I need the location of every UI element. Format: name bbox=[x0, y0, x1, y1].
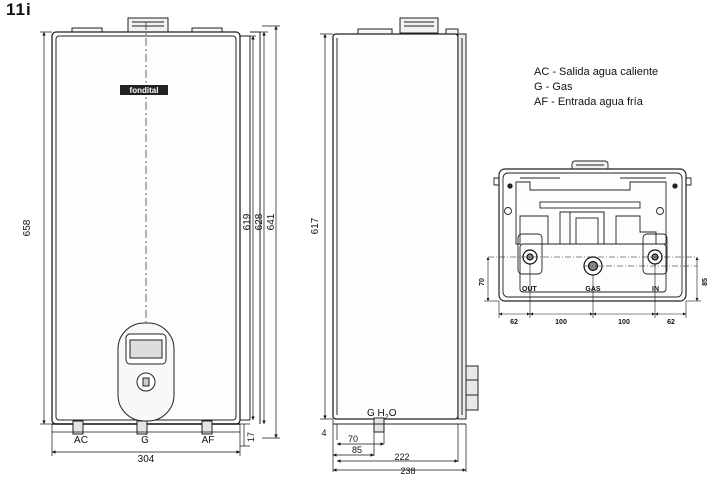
brand-logo-text: fondital bbox=[130, 86, 159, 95]
label-side-connection: G H2O bbox=[367, 408, 397, 421]
rear-dimensions bbox=[484, 256, 701, 318]
dim-front-width: 304 bbox=[138, 454, 155, 465]
dim-side-222: 222 bbox=[394, 452, 409, 462]
rear-label-out: OUT bbox=[522, 286, 538, 293]
dim-front-height-total: 658 bbox=[22, 219, 33, 236]
front-connection-ac bbox=[72, 420, 84, 435]
front-connection-g bbox=[136, 420, 148, 435]
rear-dim-bottom-100-right: 100 bbox=[618, 319, 630, 326]
brand-logo bbox=[120, 85, 168, 95]
figure-number: 11i bbox=[6, 0, 32, 19]
rear-label-in: IN bbox=[652, 286, 659, 293]
rear-label-gas: GAS bbox=[585, 286, 601, 293]
dim-side-4: 4 bbox=[321, 428, 326, 438]
dim-front-619: 619 bbox=[242, 213, 253, 230]
dim-front-641: 641 bbox=[266, 213, 277, 230]
rear-dim-bottom-62-left: 62 bbox=[510, 319, 518, 326]
label-ac: AC bbox=[74, 435, 88, 446]
side-casing bbox=[332, 33, 459, 420]
dim-side-height: 617 bbox=[310, 217, 321, 234]
label-g: G bbox=[141, 435, 149, 446]
rear-dim-bottom-62-right: 62 bbox=[667, 319, 675, 326]
side-connection bbox=[373, 417, 385, 433]
rear-dim-70: 70 bbox=[479, 278, 486, 286]
dim-front-628: 628 bbox=[254, 213, 265, 230]
rear-view bbox=[493, 160, 692, 302]
dim-side-238: 238 bbox=[400, 466, 415, 476]
label-af: AF bbox=[202, 435, 215, 446]
dim-side-85: 85 bbox=[352, 445, 362, 455]
rear-dim-bottom-100-left: 100 bbox=[555, 319, 567, 326]
front-view bbox=[51, 17, 261, 440]
front-connection-af bbox=[201, 420, 213, 435]
front-display-screen bbox=[129, 339, 163, 359]
dim-front-bottom-offset: 17 bbox=[246, 432, 256, 442]
front-flue-collar bbox=[127, 17, 169, 33]
dim-side-70: 70 bbox=[348, 434, 358, 444]
legend-item-gas: G - Gas bbox=[534, 81, 573, 93]
legend-item-cold-water: AF - Entrada agua fría bbox=[534, 96, 643, 108]
legend-item-hot-water: AC - Salida agua caliente bbox=[534, 66, 659, 78]
front-dimensions bbox=[40, 25, 280, 456]
rear-frame bbox=[498, 168, 687, 302]
rear-dim-85: 85 bbox=[702, 278, 709, 286]
side-dimensions bbox=[320, 33, 467, 472]
side-view bbox=[332, 17, 479, 433]
